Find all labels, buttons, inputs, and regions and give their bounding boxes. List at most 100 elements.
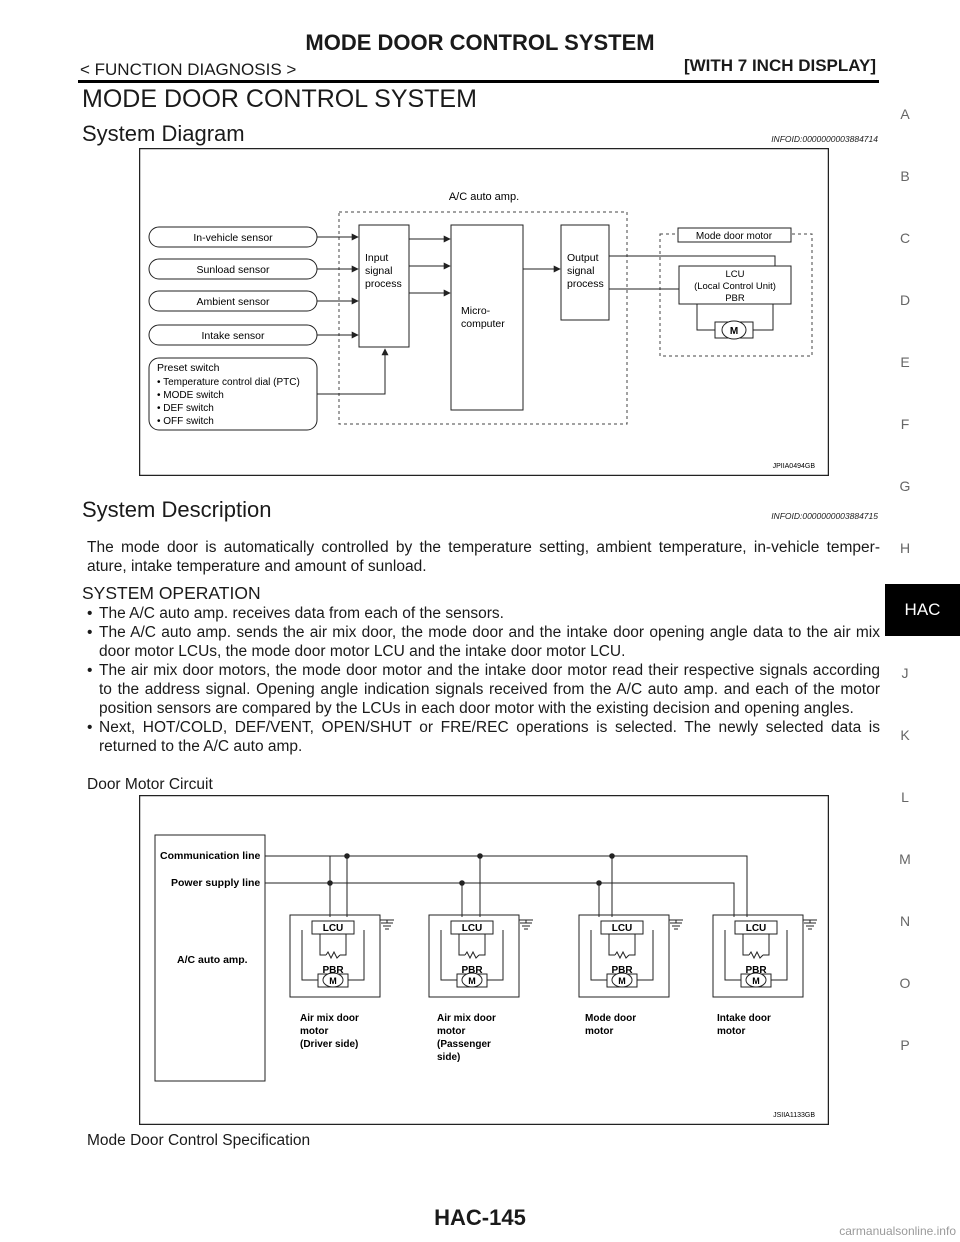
system-diagram-heading: System Diagram <box>82 121 245 146</box>
svg-text:PBR: PBR <box>745 965 767 976</box>
side-index-letter[interactable]: C <box>899 230 911 246</box>
header-rule <box>78 80 879 83</box>
display-variant: [WITH 7 INCH DISPLAY] <box>683 56 876 75</box>
svg-text:Intake sensor: Intake sensor <box>201 330 265 342</box>
side-index-letter[interactable]: D <box>899 292 911 308</box>
svg-text:motor: motor <box>300 1026 328 1037</box>
system-operation-heading: SYSTEM OPERATION <box>82 583 261 603</box>
mode-door-spec-caption: Mode Door Control Specification <box>87 1132 311 1149</box>
side-index-letter[interactable]: B <box>900 168 910 184</box>
svg-text:motor: motor <box>585 1026 613 1037</box>
breadcrumb: < FUNCTION DIAGNOSIS > <box>80 60 297 79</box>
mode-door-motor-dashed-box <box>659 233 813 357</box>
watermark: carmanualsonline.info <box>839 1224 956 1238</box>
list-item: The A/C auto amp. sends the air mix door… <box>87 623 880 661</box>
sensor-sunload: Sunload sensor <box>148 258 318 280</box>
side-index-letter[interactable]: O <box>899 975 911 991</box>
svg-text:Preset switch: Preset switch <box>157 362 220 374</box>
side-index-letter[interactable]: N <box>899 913 911 929</box>
figure-frame <box>139 795 829 1125</box>
communication-line <box>265 855 748 917</box>
side-index-letter[interactable]: M <box>899 851 911 867</box>
microcomputer-block: Micro- computer <box>450 224 524 411</box>
output-signal-process-block: Output signal process <box>560 224 610 321</box>
svg-text:M: M <box>468 976 476 986</box>
side-index-letter[interactable]: F <box>900 416 910 432</box>
svg-text:PBR: PBR <box>611 965 633 976</box>
communication-line-label: Communication line <box>160 850 261 862</box>
svg-text:Mode door motor: Mode door motor <box>696 231 773 242</box>
svg-text:Mode door: Mode door <box>585 1013 636 1024</box>
svg-text:(Local Control Unit): (Local Control Unit) <box>694 281 776 292</box>
side-index-letter[interactable]: P <box>900 1037 910 1053</box>
door-motor-circuit-caption: Door Motor Circuit <box>87 776 213 793</box>
svg-text:• OFF switch: • OFF switch <box>157 416 214 427</box>
svg-text:• DEF switch: • DEF switch <box>157 403 214 414</box>
svg-text:M: M <box>752 976 760 986</box>
motor-symbol: M <box>714 320 754 340</box>
side-index-letter[interactable]: G <box>899 478 911 494</box>
power-supply-line-label: Power supply line <box>171 877 260 889</box>
sensor-intake: Intake sensor <box>148 324 318 346</box>
system-diagram-info-id: INFOID:0000000003884714 <box>771 134 878 144</box>
svg-text:signal: signal <box>567 265 594 277</box>
svg-text:• MODE switch: • MODE switch <box>157 390 224 401</box>
svg-text:(Driver side): (Driver side) <box>300 1039 358 1050</box>
system-description-heading: System Description <box>82 497 272 522</box>
lcu-block: LCU (Local Control Unit) PBR <box>678 265 792 305</box>
svg-text:(Passenger: (Passenger <box>437 1039 491 1050</box>
motor-unit-passenger: LCU PBR M Air mix door motor (Passenger … <box>428 853 533 1063</box>
figure-code: JSIIA1133GB <box>773 1112 815 1119</box>
side-index-letter[interactable]: E <box>900 354 910 370</box>
door-motor-circuit-figure: Communication line Power supply line A/C… <box>139 795 829 1125</box>
side-index: A B C D E F G H HAC J K L M N O P <box>885 0 960 1242</box>
svg-text:side): side) <box>437 1052 460 1063</box>
page-number: HAC-145 <box>434 1205 526 1230</box>
svg-text:process: process <box>567 278 604 290</box>
svg-text:Intake door: Intake door <box>717 1013 771 1024</box>
motor-unit-mode: LCU PBR M Mode door motor <box>578 853 683 1037</box>
svg-text:In-vehicle sensor: In-vehicle sensor <box>193 232 273 244</box>
system-description-intro: The mode door is automatically controlle… <box>87 539 880 575</box>
svg-text:Output: Output <box>567 252 599 264</box>
side-index-letter[interactable]: J <box>901 665 909 681</box>
amp-label: A/C auto amp. <box>449 191 519 203</box>
figure-code: JPIIA0494GB <box>773 463 816 470</box>
running-header-title: MODE DOOR CONTROL SYSTEM <box>305 30 655 55</box>
side-index-letter[interactable]: A <box>900 106 910 122</box>
page-title: MODE DOOR CONTROL SYSTEM <box>82 85 477 113</box>
svg-text:motor: motor <box>717 1026 745 1037</box>
amp-label: A/C auto amp. <box>177 954 248 966</box>
svg-text:M: M <box>618 976 626 986</box>
svg-text:computer: computer <box>461 318 505 330</box>
sensor-ambient: Ambient sensor <box>148 290 318 312</box>
amp-dashed-box <box>338 211 628 425</box>
svg-text:LCU: LCU <box>725 269 744 280</box>
svg-text:LCU: LCU <box>323 923 344 934</box>
sensor-in-vehicle: In-vehicle sensor <box>148 226 318 248</box>
list-item: The A/C auto amp. receives data from eac… <box>87 604 880 623</box>
amp-box <box>154 834 266 1082</box>
svg-text:motor: motor <box>437 1026 465 1037</box>
input-signal-process-block: Input signal process <box>358 224 410 348</box>
svg-text:LCU: LCU <box>462 923 483 934</box>
svg-text:Ambient sensor: Ambient sensor <box>197 296 270 308</box>
system-description-info-id: INFOID:0000000003884715 <box>771 511 878 521</box>
svg-text:M: M <box>730 326 738 337</box>
svg-text:process: process <box>365 278 402 290</box>
power-supply-line <box>265 882 735 917</box>
side-index-letter[interactable]: K <box>900 727 910 743</box>
svg-text:• Temperature control dial (PT: • Temperature control dial (PTC) <box>157 377 300 388</box>
list-item: The air mix door motors, the mode door m… <box>87 661 880 718</box>
system-diagram-figure: A/C auto amp. In-vehicle sensor Sunload … <box>139 148 829 476</box>
side-index-letter[interactable]: H <box>899 540 911 556</box>
motor-unit-driver: LCU PBR M Air mix door motor (Driver sid… <box>289 853 394 1050</box>
svg-text:PBR: PBR <box>322 965 344 976</box>
svg-text:Air mix door: Air mix door <box>437 1013 496 1024</box>
side-index-active-tab[interactable]: HAC <box>885 584 960 636</box>
preset-switch-box: Preset switch • Temperature control dial… <box>148 357 318 431</box>
svg-text:PBR: PBR <box>461 965 483 976</box>
mode-door-motor-label: Mode door motor <box>677 227 792 243</box>
side-index-letter[interactable]: L <box>901 789 909 805</box>
svg-text:LCU: LCU <box>746 923 767 934</box>
